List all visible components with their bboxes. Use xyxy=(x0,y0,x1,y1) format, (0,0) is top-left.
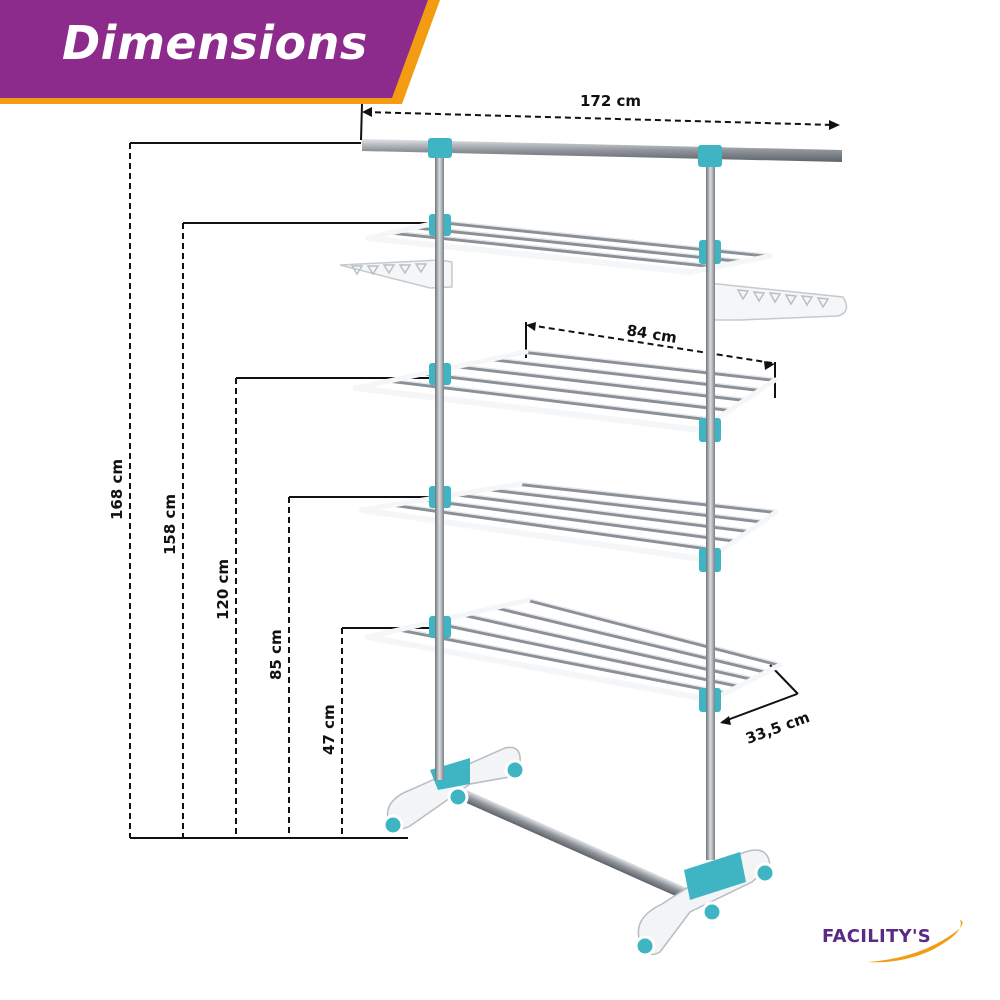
shelf-rod-highlight xyxy=(488,487,763,521)
page-title: Dimensions xyxy=(62,16,368,70)
shelf-front-frame xyxy=(359,507,711,563)
wheel-icon xyxy=(382,814,404,836)
shelf-right-frame xyxy=(687,253,773,275)
width-dimension-172 xyxy=(360,103,840,141)
shelf-rod-highlight xyxy=(463,612,753,679)
shelf-rod xyxy=(494,605,769,674)
shelf-rod-highlight xyxy=(491,357,761,390)
shelf-rod-highlight xyxy=(525,349,776,380)
shelf-rod-highlight xyxy=(415,225,744,261)
connector-icon xyxy=(428,138,452,158)
label-height-158: 158 cm xyxy=(161,494,179,555)
banner-shape xyxy=(0,0,440,104)
shelf-rod-highlight xyxy=(519,481,777,512)
wheel-icon xyxy=(504,759,526,781)
brand-logo: FACILITY'S xyxy=(822,918,972,968)
wheel-icon xyxy=(447,786,469,808)
height-dimension-158 xyxy=(182,222,433,838)
shelf-rod-highlight xyxy=(456,492,749,531)
shelf-rod xyxy=(423,497,738,543)
height-dimension-47 xyxy=(341,627,440,838)
brand-name: FACILITY'S xyxy=(822,926,932,947)
shelf-rod xyxy=(524,350,777,382)
right-upright-pole xyxy=(706,160,715,860)
shelf-rod xyxy=(526,598,782,667)
connector-icon xyxy=(698,145,722,167)
shelf-rod xyxy=(391,502,724,553)
shelf-rod-highlight xyxy=(389,378,716,420)
height-dimension-168 xyxy=(129,142,361,838)
left-foot-accent xyxy=(430,758,470,790)
shelf-rod xyxy=(518,482,778,514)
shelf-rod-highlight xyxy=(399,627,726,693)
label-height-168: 168 cm xyxy=(108,459,126,520)
swoosh-icon xyxy=(868,920,963,963)
shelf-rod-highlight xyxy=(423,371,731,410)
left-upright-pole xyxy=(435,150,444,780)
shelf-4 xyxy=(365,597,783,712)
shelf-rod-highlight xyxy=(527,597,781,665)
shelf-rod-highlight xyxy=(457,364,746,400)
top-rail xyxy=(362,138,842,167)
wheel-icon xyxy=(634,935,656,957)
shelf-rod xyxy=(490,357,762,392)
right-foot-accent xyxy=(684,852,746,900)
label-height-47: 47 cm xyxy=(320,704,338,755)
shelf-rod-highlight xyxy=(431,620,740,686)
wing-holes xyxy=(350,263,830,309)
shelf-rod xyxy=(390,230,719,269)
shelf-rod-highlight xyxy=(425,497,736,540)
shelf-right-frame xyxy=(709,662,783,703)
label-height-120: 120 cm xyxy=(214,559,232,620)
side-wings xyxy=(339,259,848,321)
shelf-front-frame xyxy=(365,235,693,275)
header-banner: Dimensions xyxy=(0,0,440,104)
label-shelf-width: 84 cm xyxy=(625,321,678,347)
shelf-rod xyxy=(454,492,751,534)
shelf-rod xyxy=(430,620,742,688)
shelf-rod-highlight xyxy=(495,605,767,672)
shelf-2 xyxy=(353,349,778,442)
shelf-left-frame xyxy=(365,219,443,241)
rack-uprights xyxy=(435,150,715,860)
shelf-front-frame xyxy=(353,385,703,433)
shelf-rod xyxy=(486,487,765,524)
label-total-width: 172 cm xyxy=(580,92,641,110)
right-side-wing xyxy=(707,282,848,321)
shelf-rod-highlight xyxy=(393,502,722,550)
shelf-front-frame xyxy=(365,634,715,703)
shelf-rod xyxy=(398,627,728,695)
shelf-rod xyxy=(422,371,732,412)
wheel-icon xyxy=(701,901,723,923)
height-dimension-85 xyxy=(288,496,436,838)
label-height-85: 85 cm xyxy=(267,629,285,680)
shelf-rod xyxy=(456,364,747,402)
rack-base xyxy=(382,746,776,957)
shelf-rod xyxy=(414,225,746,264)
height-dimension-lines xyxy=(129,142,440,839)
base-crossbar xyxy=(435,777,694,903)
label-shelf-depth: 33,5 cm xyxy=(743,708,812,748)
height-dimension-120 xyxy=(235,377,432,838)
wheel-icon xyxy=(754,862,776,884)
shelf-rod xyxy=(388,378,717,422)
shelf-rod-highlight xyxy=(391,230,717,266)
shelf-rod xyxy=(462,612,755,681)
